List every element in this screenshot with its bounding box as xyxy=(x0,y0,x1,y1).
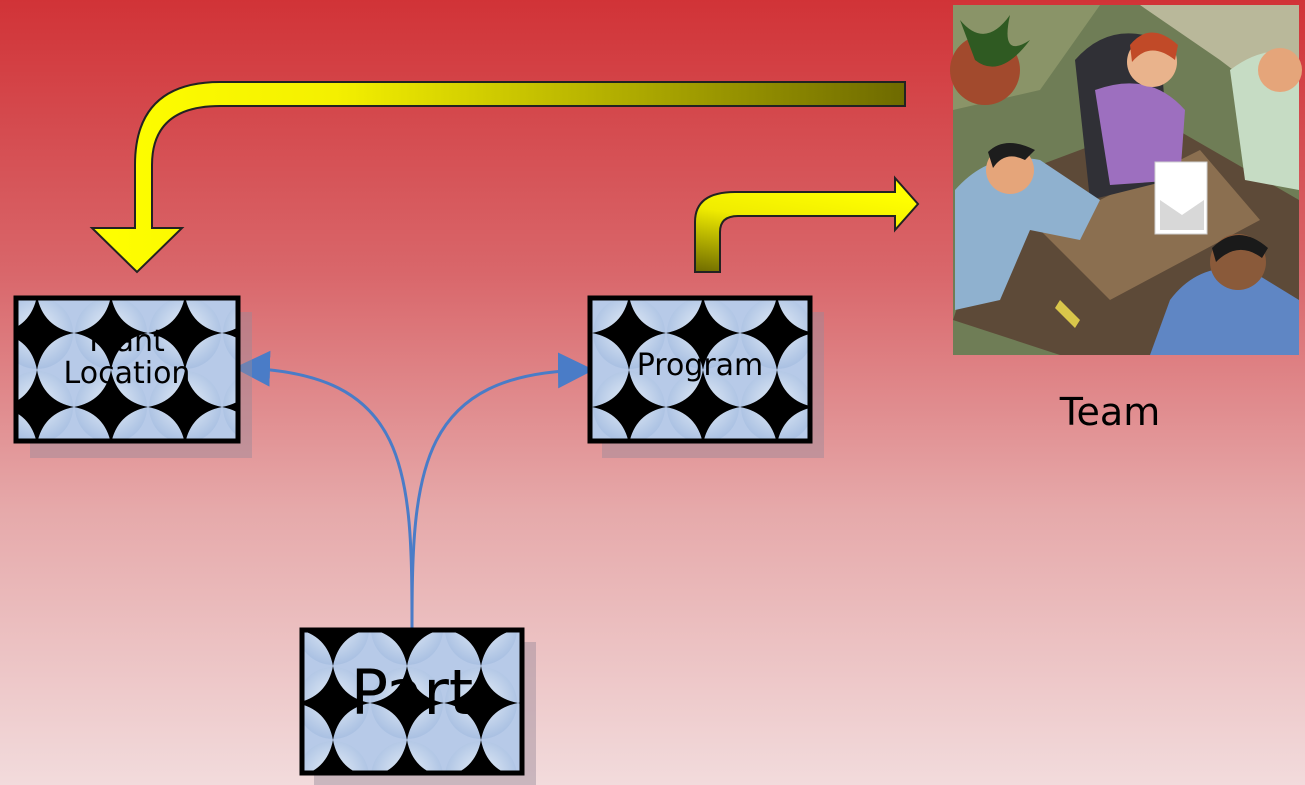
plant-location-node xyxy=(13,295,241,444)
team-meeting-picture xyxy=(950,5,1302,355)
program-node xyxy=(587,295,813,444)
part-node xyxy=(299,627,525,776)
program-to-team-arrow xyxy=(694,175,920,273)
part-label: Part xyxy=(350,660,474,727)
plant-location-label-line2: Location xyxy=(63,356,191,391)
plant-location-label-line1: Plant xyxy=(89,326,165,359)
team-caption: Team xyxy=(1059,390,1161,434)
part-to-program-connector xyxy=(410,352,594,631)
plant-location-label: Plant Location xyxy=(28,326,226,391)
part-to-plant-connector xyxy=(234,350,414,631)
program-label: Program xyxy=(636,350,764,383)
feedback-arrow xyxy=(89,81,906,274)
